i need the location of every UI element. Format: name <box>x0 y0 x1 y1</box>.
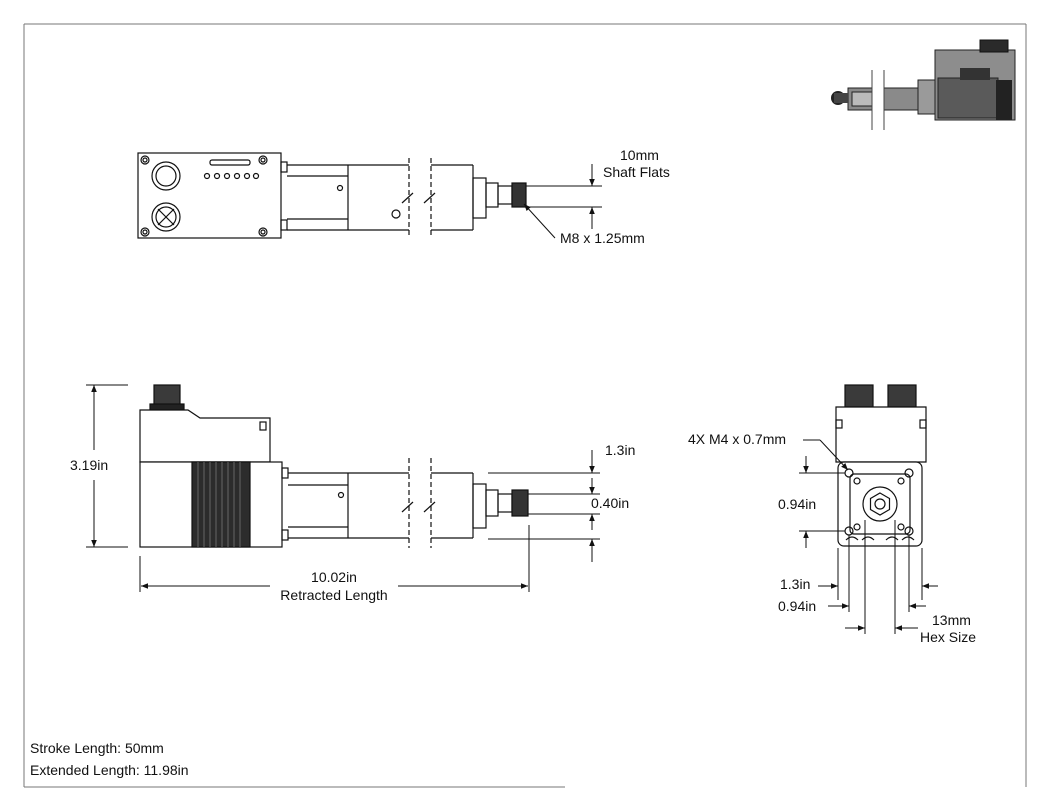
thread-spec: M8 x 1.25mm <box>560 230 645 246</box>
side-view-dimensions <box>86 384 600 592</box>
mount-holes-spec: 4X M4 x 0.7mm <box>688 431 786 447</box>
hex-size-label: Hex Size <box>920 629 976 645</box>
stroke-length-note: Stroke Length: 50mm <box>30 740 164 756</box>
hole-vertical-spacing: 0.94in <box>778 496 816 512</box>
sheet-border <box>23 23 1027 788</box>
retracted-length-label: Retracted Length <box>280 587 387 603</box>
extended-length-note: Extended Length: 11.98in <box>30 762 189 778</box>
hex-size-value: 13mm <box>932 612 971 628</box>
top-view <box>137 152 527 239</box>
end-view <box>835 384 927 547</box>
end-view-dimensions <box>799 439 938 634</box>
shaft-flats-value: 10mm <box>620 147 659 163</box>
tube-height-dimension: 1.3in <box>605 442 635 458</box>
height-dimension: 3.19in <box>70 457 108 473</box>
top-view-dimensions <box>523 164 602 239</box>
isometric-preview <box>831 39 1016 130</box>
retracted-length-value: 10.02in <box>311 569 357 585</box>
side-view <box>139 384 529 548</box>
rod-diameter-dimension: 0.40in <box>591 495 629 511</box>
hole-horizontal-spacing: 0.94in <box>778 598 816 614</box>
shaft-flats-label: Shaft Flats <box>603 164 670 180</box>
body-width-dimension: 1.3in <box>780 576 810 592</box>
